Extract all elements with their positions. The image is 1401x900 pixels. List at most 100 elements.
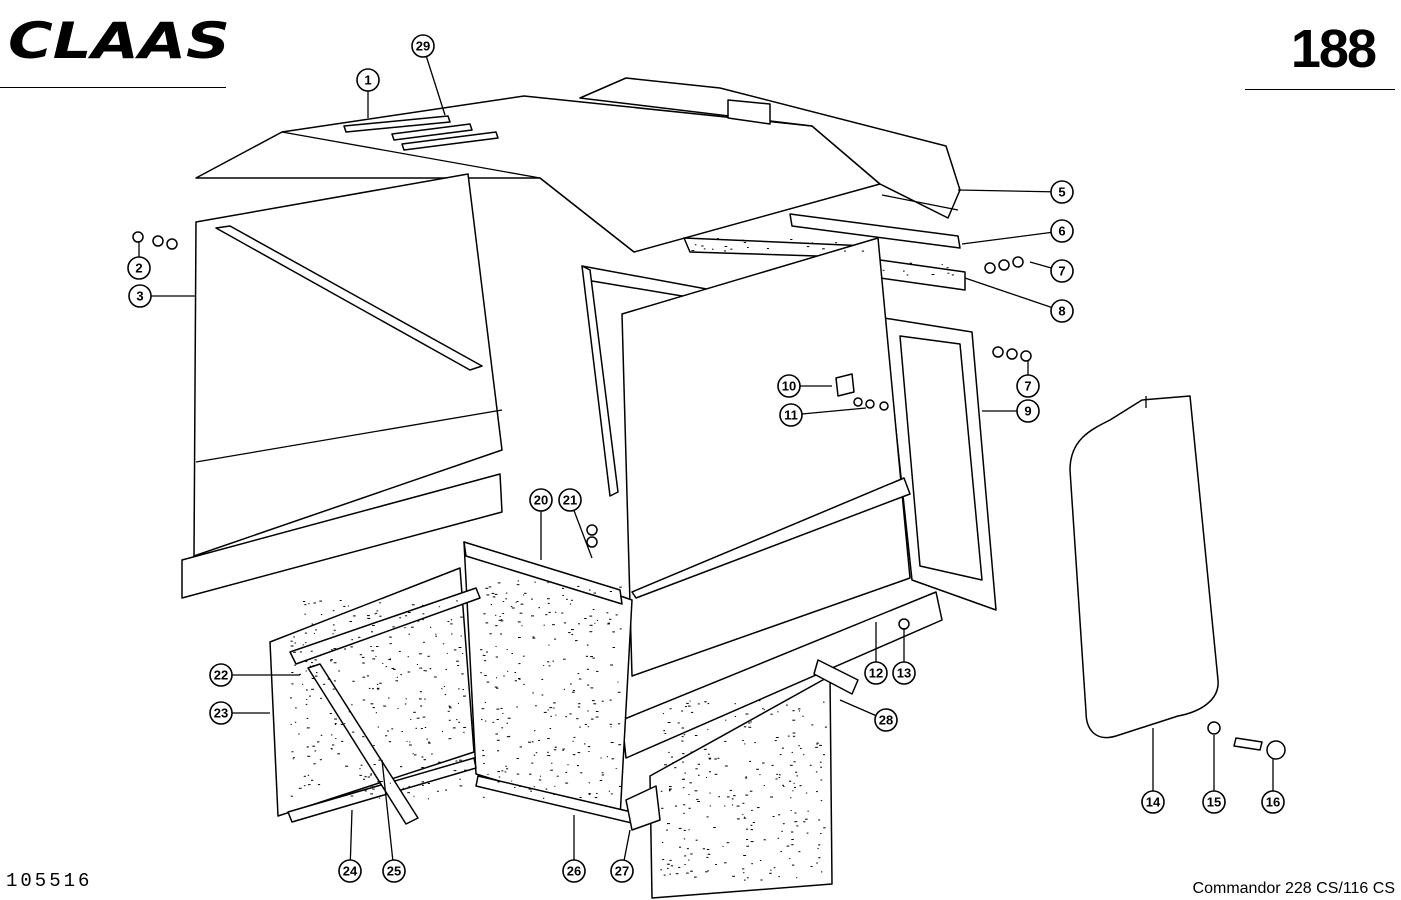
callout-label: 3	[136, 289, 143, 304]
callout-bubble	[777, 374, 801, 398]
callout-label: 5	[1058, 185, 1065, 200]
callout-bubble	[874, 708, 898, 732]
callout-bubble	[128, 284, 152, 308]
callout-2: 2	[127, 242, 151, 280]
callout-bubble	[558, 488, 582, 512]
callout-label: 21	[563, 493, 577, 508]
rod	[307, 663, 419, 825]
callout-5: 5	[957, 180, 1074, 204]
left-floor-panel	[269, 567, 481, 823]
callout-bubble	[209, 663, 233, 687]
callout-14: 14	[1141, 728, 1165, 814]
callout-label: 24	[343, 864, 358, 879]
callout-bubble	[529, 488, 553, 512]
callout-bubble	[127, 256, 151, 280]
callout-bubble	[356, 68, 380, 92]
callout-label: 26	[567, 864, 581, 879]
callout-bubble	[338, 859, 362, 883]
callout-bubble	[1050, 259, 1074, 283]
callout-label: 13	[897, 666, 911, 681]
front-panel	[621, 237, 943, 759]
callout-bubble	[1141, 790, 1165, 814]
callout-label: 9	[1024, 404, 1031, 419]
callout-label: 8	[1058, 304, 1065, 319]
callout-leader	[790, 407, 867, 416]
callout-bubble	[1050, 219, 1074, 243]
callout-25: 25	[381, 759, 406, 883]
callout-6: 6	[961, 219, 1074, 245]
callout-bubble	[382, 859, 406, 883]
side-door-panel	[1069, 395, 1219, 739]
callout-10: 10	[777, 374, 832, 398]
callout-label: 2	[135, 261, 142, 276]
callout-label: 6	[1058, 224, 1065, 239]
callout-13: 13	[892, 628, 916, 685]
page-number: 188	[1290, 19, 1377, 79]
callout-23: 23	[209, 701, 270, 725]
callout-27: 27	[610, 829, 634, 883]
callout-leader	[964, 277, 1063, 312]
callout-28: 28	[839, 699, 898, 732]
callout-label: 28	[879, 713, 893, 728]
callout-bubble	[1261, 790, 1285, 814]
callout-label: 27	[615, 864, 629, 879]
callout-24: 24	[338, 809, 362, 883]
callout-label: 20	[534, 493, 548, 508]
callout-bubble	[1050, 180, 1074, 204]
header-rule-left	[0, 87, 226, 88]
callout-label: 16	[1266, 795, 1280, 810]
callout-9: 9	[982, 399, 1040, 423]
fasteners	[132, 231, 1286, 760]
callout-label: 1	[364, 73, 371, 88]
callout-leader	[381, 759, 395, 872]
callout-bubble	[1202, 790, 1226, 814]
floor-cover	[463, 541, 633, 819]
callout-21: 21	[558, 488, 593, 559]
callout-label: 12	[869, 666, 883, 681]
roof-panel	[195, 77, 961, 253]
surface-texture	[290, 238, 954, 881]
callout-11: 11	[779, 403, 867, 427]
callout-label: 7	[1024, 379, 1031, 394]
callout-label: 25	[387, 864, 401, 879]
callout-22: 22	[209, 663, 300, 687]
side-frame	[581, 265, 997, 611]
callout-leader	[957, 189, 1063, 193]
callout-label: 7	[1058, 264, 1065, 279]
callout-12: 12	[864, 622, 888, 685]
callout-7: 7	[1016, 360, 1040, 398]
callout-leader	[422, 45, 446, 116]
model-name: Commandor 228 CS/116 CS	[1192, 880, 1395, 897]
callout-bubble	[209, 701, 233, 725]
callout-15: 15	[1202, 735, 1226, 814]
floor-trim	[463, 541, 623, 605]
callout-label: 23	[214, 706, 228, 721]
callout-bubble	[1016, 399, 1040, 423]
rear-panel	[181, 173, 503, 599]
header-rule-right	[1245, 89, 1395, 90]
callout-label: 29	[416, 39, 430, 54]
claas-logo: CLAAS	[8, 14, 230, 64]
callout-bubble	[562, 859, 586, 883]
callout-label: 14	[1146, 795, 1161, 810]
callout-bubble	[864, 661, 888, 685]
drawing-number: 105516	[6, 870, 93, 892]
callout-16: 16	[1261, 758, 1285, 814]
callout-8: 8	[964, 277, 1074, 323]
callout-bubble	[1050, 299, 1074, 323]
callout-bubble	[892, 661, 916, 685]
callout-bubble	[610, 859, 634, 883]
callout-29: 29	[411, 34, 446, 116]
callout-7: 7	[1029, 259, 1074, 283]
callout-1: 1	[356, 68, 380, 118]
front-lower-panel	[625, 659, 859, 899]
callout-26: 26	[562, 815, 586, 883]
callout-label: 15	[1207, 795, 1221, 810]
callout-label: 10	[782, 379, 796, 394]
callout-bubble	[411, 34, 435, 58]
callout-label: 22	[214, 668, 228, 683]
callout-label: 11	[784, 408, 798, 423]
callout-20: 20	[529, 488, 553, 560]
